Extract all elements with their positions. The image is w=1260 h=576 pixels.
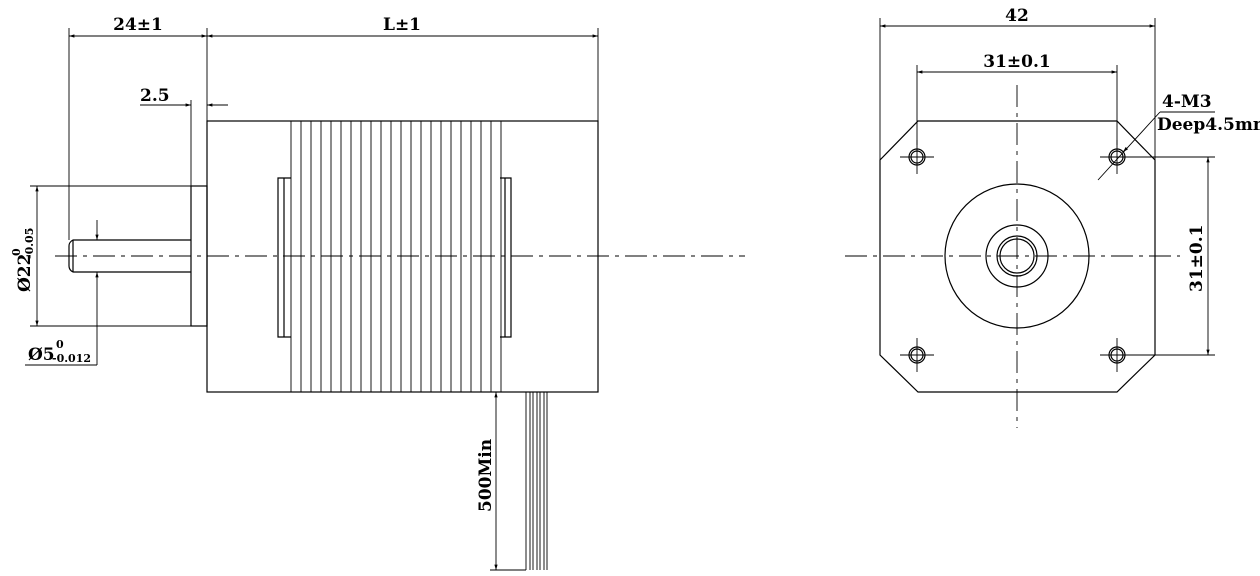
- mounting-hole: [900, 140, 934, 174]
- motor-body: [206, 120, 599, 393]
- shaft-length-label: 24±1: [113, 15, 163, 35]
- shaft-tol-upper: 0: [56, 338, 64, 351]
- flange-tol-upper: 0: [10, 248, 23, 256]
- mounting-hole: [1100, 338, 1134, 372]
- mounting-holes: [900, 140, 1134, 372]
- boss-circle: [944, 183, 1090, 329]
- hole-leader: [1097, 111, 1161, 181]
- hole-spacing-h-label: 31±0.1: [983, 52, 1050, 72]
- width-label: 42: [1005, 6, 1029, 26]
- flange-thickness-label: 2.5: [140, 86, 170, 106]
- hole-depth-label: Deep4.5mm: [1157, 115, 1260, 135]
- hole-spec-label: 4-M3: [1162, 92, 1212, 112]
- body-length-label: L±1: [383, 15, 421, 35]
- shaft-circle: [999, 238, 1035, 274]
- shaft-tol-lower: -0.012: [52, 352, 91, 365]
- cooling-fins: [290, 121, 502, 392]
- lead-length-label: 500Min: [476, 439, 496, 512]
- front-plate: [879, 120, 1156, 393]
- mounting-hole: [1100, 140, 1134, 174]
- lead-wires: [525, 392, 548, 570]
- left-step: [277, 177, 291, 338]
- front-view: 42 31±0.1 31±0.1 4-M3 Deep4.5mm: [845, 6, 1260, 428]
- hole-spacing-v-label: 31±0.1: [1187, 225, 1207, 292]
- flange-tol-lower: -0.05: [23, 228, 36, 259]
- right-step: [500, 177, 512, 338]
- shaft-diameter-label: Ø5: [28, 345, 55, 365]
- side-view: 24±1 L±1 2.5 Ø22 0 -0.05 Ø5 0 -0.012 500…: [10, 15, 745, 571]
- flange-diameter-label: Ø22: [15, 254, 35, 292]
- mounting-hole: [900, 338, 934, 372]
